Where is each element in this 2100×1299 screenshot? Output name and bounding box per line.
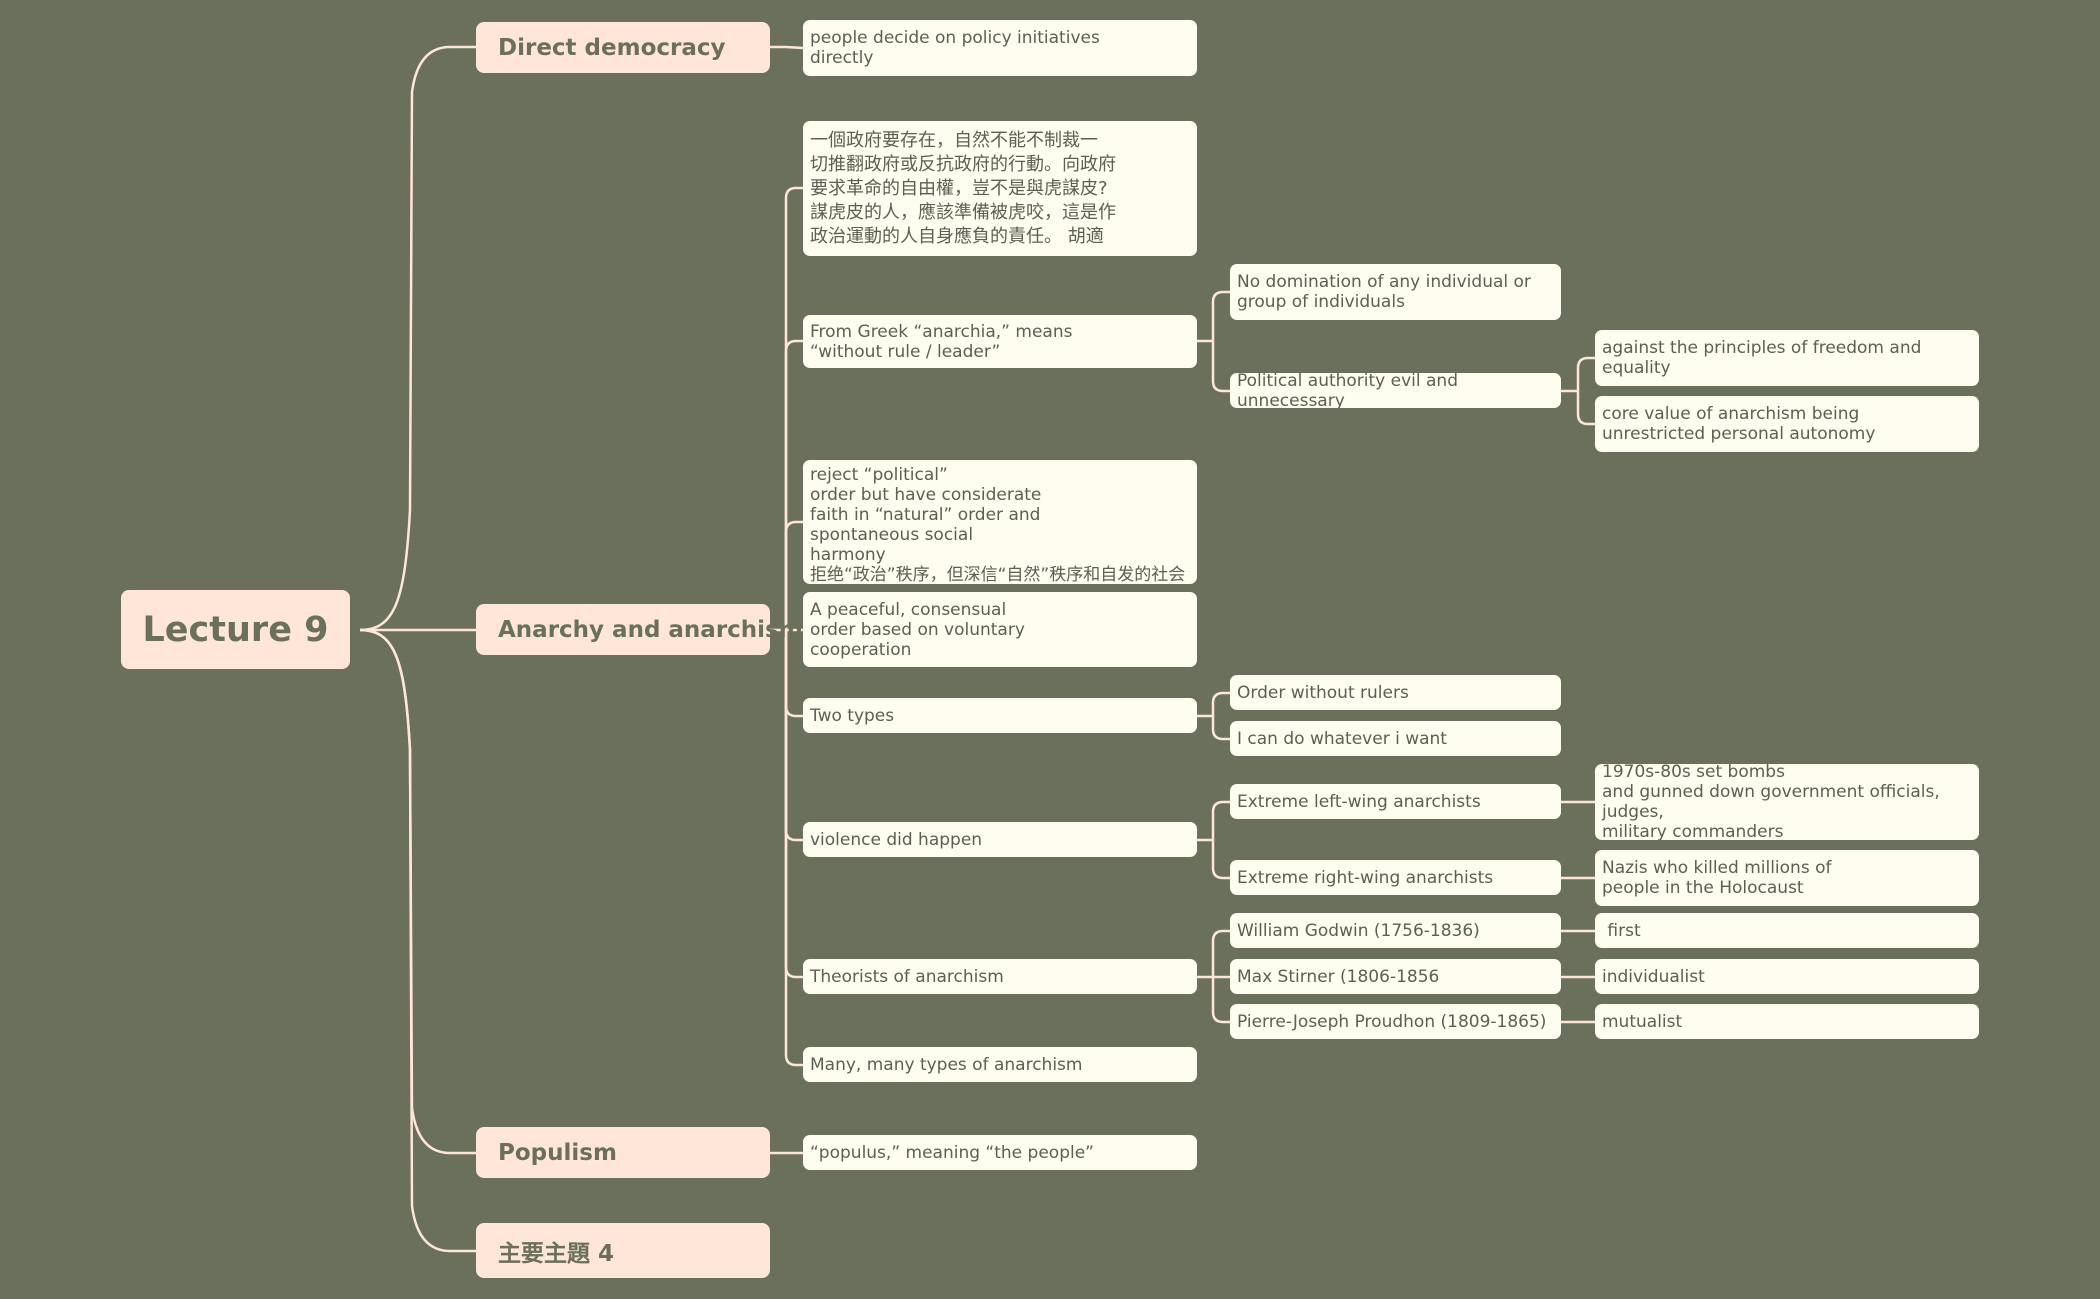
subtopic-violence[interactable]: violence did happen <box>803 822 1197 857</box>
subtopic-text: first <box>1602 920 1641 941</box>
subtopic-text: A peaceful, consensual order based on vo… <box>810 599 1025 660</box>
subtopic-two-types[interactable]: Two types <box>803 698 1197 733</box>
subtopic-left-wing[interactable]: Extreme left-wing anarchists <box>1230 784 1561 819</box>
subtopic-left-wing-detail[interactable]: 1970s-80s set bombs and gunned down gove… <box>1595 764 1979 840</box>
subtopic-text: Many, many types of anarchism <box>810 1054 1083 1075</box>
subtopic-text: William Godwin (1756-1836) <box>1237 920 1480 941</box>
subtopic-godwin-note[interactable]: first <box>1595 913 1979 948</box>
main-topic-4[interactable]: 主要主題 4 <box>476 1223 770 1278</box>
subtopic-against-freedom[interactable]: against the principles of freedom and eq… <box>1595 330 1979 386</box>
subtopic-theorists[interactable]: Theorists of anarchism <box>803 959 1197 994</box>
anarchy-branch-6 <box>784 630 803 979</box>
subtopic-populism-definition[interactable]: “populus,” meaning “the people” <box>803 1135 1197 1170</box>
subtopic-right-wing-detail[interactable]: Nazis who killed millions of people in t… <box>1595 850 1979 906</box>
trunk-populism <box>359 628 476 1155</box>
anarchy-branch-7 <box>784 630 803 1067</box>
subtopic-political-authority[interactable]: Political authority evil and unnecessary <box>1230 373 1561 408</box>
subtopic-text: Political authority evil and unnecessary <box>1237 373 1458 408</box>
trunk-topic-4 <box>359 628 476 1253</box>
subtopic-text: Extreme left-wing anarchists <box>1237 791 1481 812</box>
subtopic-text: 1970s-80s set bombs and gunned down gove… <box>1602 764 1940 840</box>
subtopic-text: Extreme right-wing anarchists <box>1237 867 1494 888</box>
greek-branch-0 <box>1211 290 1230 341</box>
subtopic-do-whatever[interactable]: I can do whatever i want <box>1230 721 1561 756</box>
subtopic-peaceful-order[interactable]: A peaceful, consensual order based on vo… <box>803 592 1197 667</box>
subtopic-text: Nazis who killed millions of people in t… <box>1602 858 1832 898</box>
subtopic-text: Theorists of anarchism <box>810 966 1004 987</box>
subtopic-order-without-rulers[interactable]: Order without rulers <box>1230 675 1561 710</box>
subtopic-core-value[interactable]: core value of anarchism being unrestrict… <box>1595 396 1979 452</box>
violence-branch-0 <box>1211 800 1230 840</box>
subtopic-text: reject “political” order but have consid… <box>810 465 1186 584</box>
dd-branch-0 <box>785 45 804 50</box>
types-branch-1 <box>1211 716 1230 741</box>
subtopic-text: violence did happen <box>810 829 983 850</box>
trunk-direct-democracy <box>359 45 476 632</box>
greek-branch-1 <box>1211 341 1230 393</box>
subtopic-many-types[interactable]: Many, many types of anarchism <box>803 1047 1197 1082</box>
subtopic-text: Order without rulers <box>1237 682 1409 703</box>
theorists-branch-2 <box>1211 977 1230 1024</box>
root-topic[interactable]: Lecture 9 <box>121 590 350 669</box>
main-topic-direct-democracy[interactable]: Direct democracy <box>476 22 770 73</box>
subtopic-text: “populus,” meaning “the people” <box>810 1142 1094 1163</box>
anarchy-branch-2 <box>784 520 803 630</box>
anarchy-branch-4 <box>784 630 803 718</box>
subtopic-reject-political-order[interactable]: reject “political” order but have consid… <box>803 460 1197 584</box>
subtopic-stirner[interactable]: Max Stirner (1806-1856 <box>1230 959 1561 994</box>
subtopic-text: mutualist <box>1602 1011 1683 1032</box>
subtopic-hu-shi-quote[interactable]: 一個政府要存在，自然不能不制裁一 切推翻政府或反抗政府的行動。向政府 要求革命的… <box>803 121 1197 256</box>
anarchy-branch-5 <box>784 630 803 842</box>
subtopic-godwin[interactable]: William Godwin (1756-1836) <box>1230 913 1561 948</box>
subtopic-text: From Greek “anarchia,” means “without ru… <box>810 321 1073 362</box>
subtopic-proudhon-note[interactable]: mutualist <box>1595 1004 1979 1039</box>
authority-branch-0 <box>1576 356 1595 391</box>
subtopic-text: Two types <box>810 705 895 726</box>
subtopic-text: No domination of any individual or group… <box>1237 272 1531 312</box>
subtopic-text: against the principles of freedom and eq… <box>1602 338 1922 378</box>
subtopic-text: I can do whatever i want <box>1237 728 1447 749</box>
subtopic-right-wing[interactable]: Extreme right-wing anarchists <box>1230 860 1561 895</box>
subtopic-greek-origin[interactable]: From Greek “anarchia,” means “without ru… <box>803 315 1197 368</box>
anarchy-branch-1 <box>784 339 803 630</box>
subtopic-stirner-note[interactable]: individualist <box>1595 959 1979 994</box>
violence-branch-1 <box>1211 840 1230 880</box>
subtopic-direct-democracy-definition[interactable]: people decide on policy initiatives dire… <box>803 20 1197 76</box>
subtopic-text: Max Stirner (1806-1856 <box>1237 966 1440 987</box>
subtopic-text: Pierre-Joseph Proudhon (1809-1865) <box>1237 1011 1547 1032</box>
subtopic-text: 一個政府要存在，自然不能不制裁一 切推翻政府或反抗政府的行動。向政府 要求革命的… <box>810 130 1116 247</box>
subtopic-text: core value of anarchism being unrestrict… <box>1602 404 1876 444</box>
subtopic-text: people decide on policy initiatives dire… <box>810 28 1100 68</box>
subtopic-no-domination[interactable]: No domination of any individual or group… <box>1230 264 1561 320</box>
authority-branch-1 <box>1576 391 1595 426</box>
subtopic-proudhon[interactable]: Pierre-Joseph Proudhon (1809-1865) <box>1230 1004 1561 1039</box>
anarchy-branch-0 <box>784 186 803 630</box>
types-branch-0 <box>1211 691 1230 716</box>
theorists-branch-0 <box>1211 929 1230 977</box>
main-topic-anarchy[interactable]: Anarchy and anarchism <box>476 604 803 655</box>
main-topic-populism[interactable]: Populism <box>476 1127 770 1178</box>
subtopic-text: individualist <box>1602 966 1705 987</box>
